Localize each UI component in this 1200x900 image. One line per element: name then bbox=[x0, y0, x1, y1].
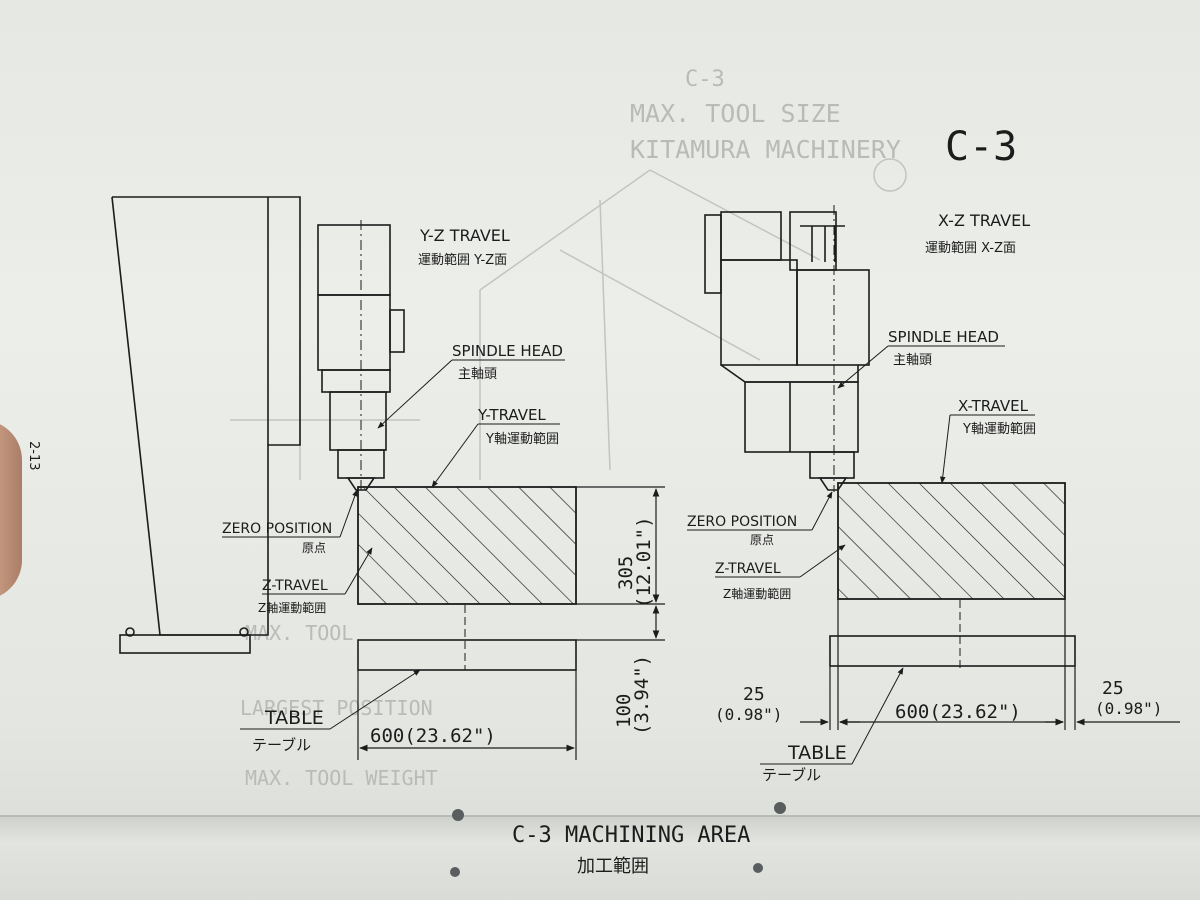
xz-zero-position-jp: 原点 bbox=[750, 533, 774, 547]
xz-width-dimensions bbox=[800, 599, 1180, 730]
caption-jp: 加工範囲 bbox=[577, 856, 649, 877]
xz-z-travel-jp: Z軸運動範囲 bbox=[723, 586, 791, 601]
thumb bbox=[0, 420, 22, 600]
yz-width-dimension bbox=[357, 670, 577, 760]
yz-travel-area bbox=[357, 486, 577, 605]
yz-travel-jp: Y軸運動範囲 bbox=[485, 432, 559, 447]
xz-title-jp: 運動範囲 X-Z面 bbox=[925, 241, 1016, 256]
xz-spindle-head-label: SPINDLE HEAD bbox=[888, 328, 999, 346]
yz-spindle-head-label: SPINDLE HEAD bbox=[452, 342, 563, 360]
xz-left-offset-in: (0.98") bbox=[715, 705, 782, 724]
xz-spindle-head-jp: 主軸頭 bbox=[893, 353, 932, 368]
xz-table-jp: テーブル bbox=[762, 766, 821, 784]
xz-table-label: TABLE bbox=[787, 742, 847, 764]
svg-text:KITAMURA MACHINERY: KITAMURA MACHINERY bbox=[630, 135, 901, 164]
yz-title: Y-Z TRAVEL bbox=[419, 226, 510, 245]
yz-gap-mm: 100 bbox=[613, 694, 635, 728]
show-through-text: MAX. TOOL SIZE KITAMURA MACHINERY C-3 MA… bbox=[240, 67, 901, 790]
xz-width-label: 600(23.62") bbox=[895, 701, 1021, 723]
xz-table bbox=[829, 635, 1076, 667]
yz-height-mm: 305 bbox=[615, 556, 637, 590]
spindle-head-yz bbox=[317, 220, 405, 492]
yz-table bbox=[357, 639, 577, 671]
xz-left-offset-mm: 25 bbox=[743, 684, 765, 705]
yz-z-travel-jp: Z軸運動範囲 bbox=[258, 600, 326, 615]
yz-spindle-head-jp: 主軸頭 bbox=[458, 367, 497, 382]
svg-text:MAX. TOOL: MAX. TOOL bbox=[245, 621, 353, 645]
yz-travel-view: 305 (12.01") 100 (3.94") 600(23.62") Y-Z… bbox=[111, 196, 665, 760]
svg-text:LARGEST POSITION: LARGEST POSITION bbox=[240, 696, 433, 720]
show-through-reverse-page bbox=[230, 158, 907, 480]
yz-zero-position-jp: 原点 bbox=[302, 541, 326, 555]
yz-zero-position-label: ZERO POSITION bbox=[222, 521, 332, 537]
yz-gap-in: (3.94") bbox=[631, 655, 653, 735]
xz-travel-view: 25 (0.98") 600(23.62") 25 (0.98") X-Z TR… bbox=[687, 205, 1180, 784]
binder-rivets bbox=[450, 802, 786, 877]
page-id: C-3 bbox=[945, 124, 1017, 170]
xz-travel-jp: Y軸運動範囲 bbox=[962, 422, 1036, 437]
svg-text:MAX. TOOL SIZE: MAX. TOOL SIZE bbox=[630, 99, 841, 128]
xz-travel-label: X-TRAVEL bbox=[958, 397, 1029, 415]
yz-vertical-dimensions bbox=[576, 486, 665, 641]
caption: C-3 MACHINING AREA bbox=[512, 823, 750, 848]
xz-zero-position-label: ZERO POSITION bbox=[687, 514, 797, 530]
xz-title: X-Z TRAVEL bbox=[938, 211, 1030, 230]
svg-text:MAX. TOOL WEIGHT: MAX. TOOL WEIGHT bbox=[245, 766, 438, 790]
yz-travel-label: Y-TRAVEL bbox=[477, 406, 546, 424]
yz-z-travel-label: Z-TRAVEL bbox=[262, 578, 328, 594]
xz-right-offset-in: (0.98") bbox=[1095, 699, 1162, 718]
xz-z-travel-label: Z-TRAVEL bbox=[715, 561, 781, 577]
yz-title-jp: 運動範囲 Y-Z面 bbox=[418, 253, 507, 268]
xz-travel-area bbox=[837, 482, 1066, 600]
yz-table-label: TABLE bbox=[264, 707, 324, 729]
next-sheet-edge bbox=[0, 815, 1200, 900]
page-number: 2-13 bbox=[26, 441, 41, 471]
yz-table-jp: テーブル bbox=[252, 736, 311, 754]
yz-height-in: (12.01") bbox=[633, 516, 655, 608]
yz-width-label: 600(23.62") bbox=[370, 725, 496, 747]
machine-column bbox=[111, 196, 301, 654]
xz-right-offset-mm: 25 bbox=[1102, 678, 1124, 699]
svg-text:C-3: C-3 bbox=[685, 67, 725, 92]
spindle-head-xz bbox=[704, 205, 870, 492]
